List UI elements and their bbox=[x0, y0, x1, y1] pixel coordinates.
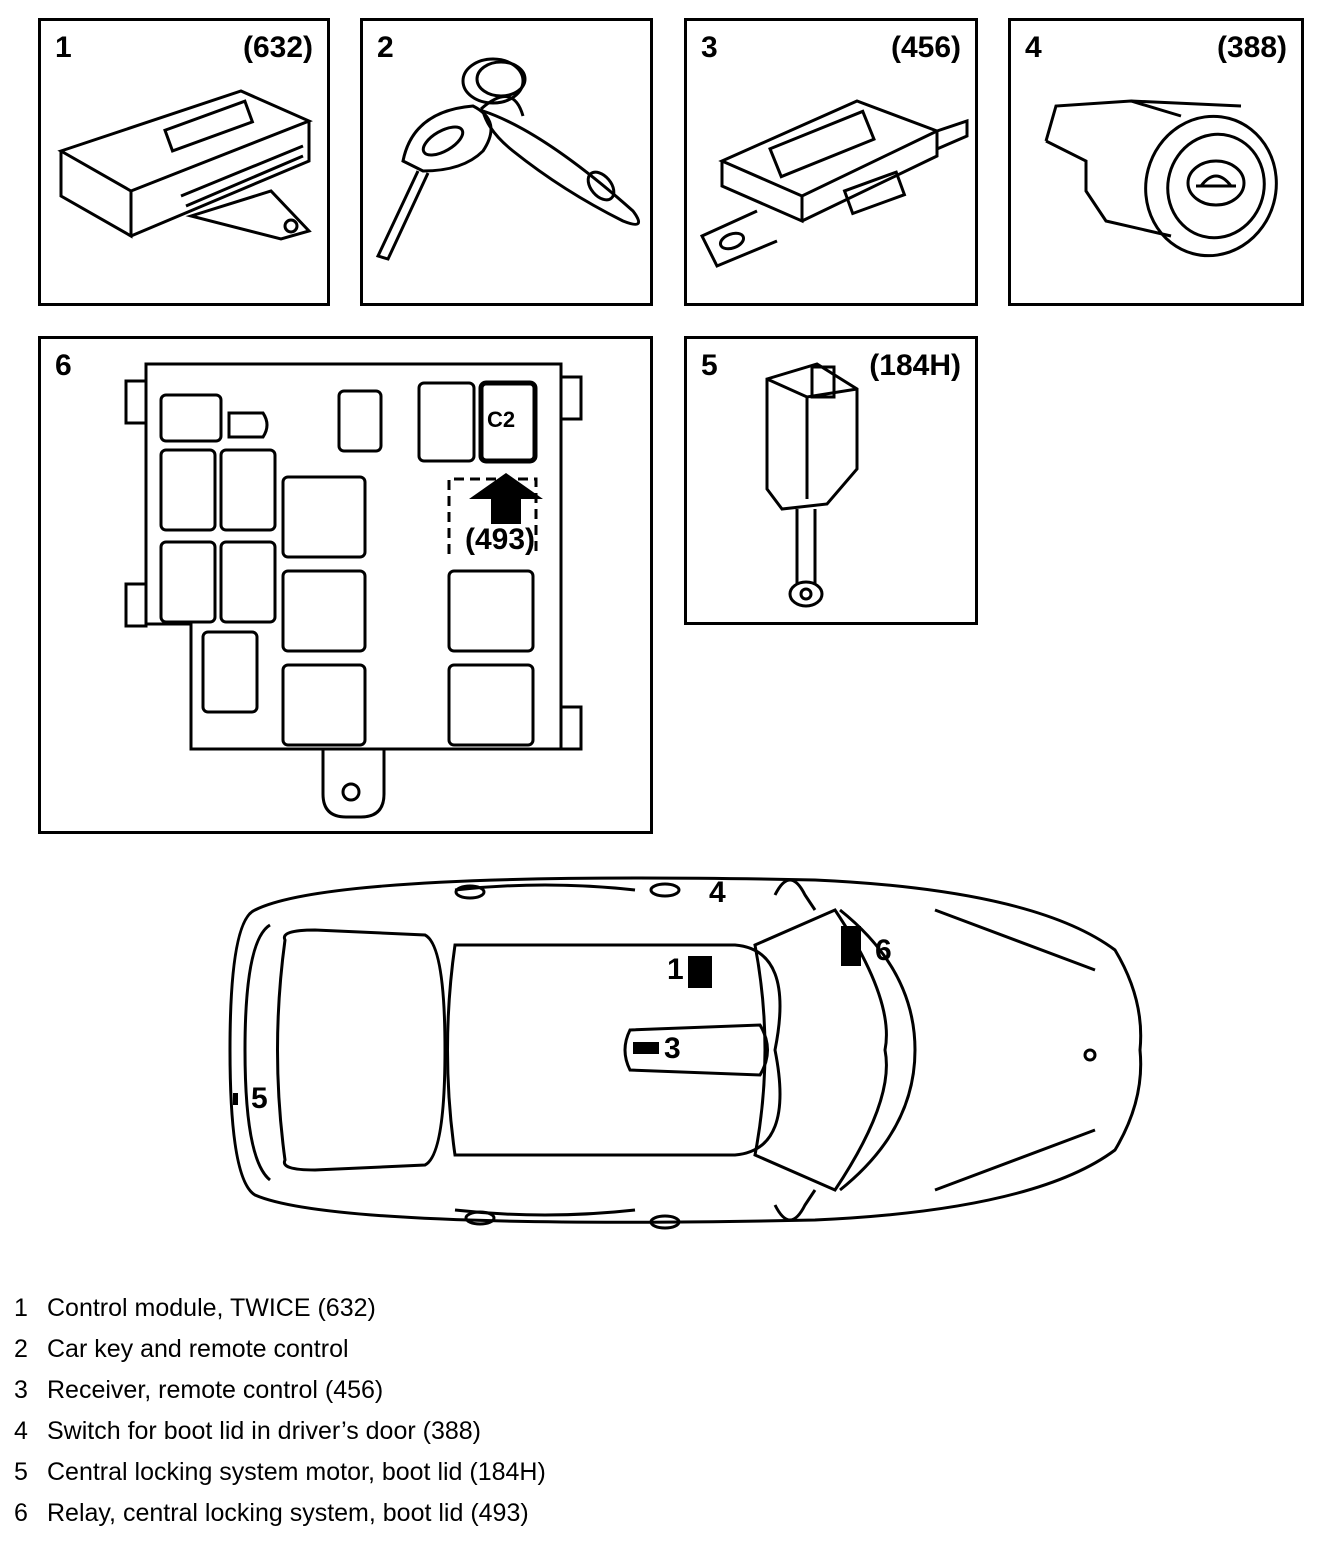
legend-text: Relay, central locking system, boot lid … bbox=[47, 1499, 529, 1527]
panel-number: 2 bbox=[377, 31, 394, 64]
panel-receiver: 3 (456) bbox=[684, 18, 978, 306]
boot-switch-illustration bbox=[1044, 99, 1278, 258]
legend-number: 5 bbox=[14, 1458, 28, 1486]
panel-number: 4 bbox=[1025, 31, 1042, 64]
panel-number: 3 bbox=[701, 31, 718, 64]
control-module-illustration bbox=[57, 89, 313, 241]
legend-text: Control module, TWICE (632) bbox=[47, 1294, 376, 1322]
legend: 1 Control module, TWICE (632) 2 Car key an… bbox=[14, 1288, 1214, 1534]
part-code: (388) bbox=[1216, 31, 1287, 64]
car-outline bbox=[228, 876, 1143, 1230]
legend-text: Car key and remote control bbox=[47, 1335, 349, 1363]
part-code: (184H) bbox=[869, 349, 961, 382]
legend-number: 6 bbox=[14, 1499, 28, 1527]
panel-control-module: 1 (632) bbox=[38, 18, 330, 306]
car-label-1: 1 bbox=[667, 953, 684, 986]
car-key-illustration bbox=[375, 57, 641, 261]
part-code: (632) bbox=[242, 31, 313, 64]
relay-box-illustration bbox=[124, 362, 583, 819]
panel-number: 5 bbox=[701, 349, 718, 382]
boot-motor-illustration bbox=[765, 362, 859, 608]
relay-part-code: (493) bbox=[465, 523, 536, 556]
legend-item: 4 Switch for boot lid in driver’s door (3… bbox=[14, 1411, 1214, 1452]
panel-relay-box: 6 C2 (493) bbox=[38, 336, 653, 834]
receiver-illustration bbox=[699, 99, 969, 268]
legend-item: 1 Control module, TWICE (632) bbox=[14, 1288, 1214, 1329]
car-label-6: 6 bbox=[875, 934, 892, 967]
legend-item: 5 Central locking system motor, boot lid … bbox=[14, 1452, 1214, 1493]
panel-number: 6 bbox=[55, 349, 72, 382]
car-label-3: 3 bbox=[664, 1032, 681, 1065]
relay-c2-label: C2 bbox=[487, 407, 516, 432]
legend-item: 3 Receiver, remote control (456) bbox=[14, 1370, 1214, 1411]
legend-text: Central locking system motor, boot lid (… bbox=[47, 1458, 546, 1486]
car-top-view: 1 3 4 5 6 bbox=[215, 850, 1145, 1260]
panel-car-key: 2 bbox=[360, 18, 653, 306]
legend-number: 2 bbox=[14, 1335, 28, 1363]
panel-number: 1 bbox=[55, 31, 72, 64]
legend-item: 2 Car key and remote control bbox=[14, 1329, 1214, 1370]
panel-boot-motor: 5 (184H) bbox=[684, 336, 978, 625]
legend-item: 6 Relay, central locking system, boot lid… bbox=[14, 1493, 1214, 1534]
legend-number: 1 bbox=[14, 1294, 28, 1322]
legend-number: 4 bbox=[14, 1417, 28, 1445]
panel-boot-switch: 4 (388) bbox=[1008, 18, 1304, 306]
part-code: (456) bbox=[890, 31, 961, 64]
legend-text: Switch for boot lid in driver’s door (38… bbox=[47, 1417, 481, 1445]
legend-number: 3 bbox=[14, 1376, 28, 1404]
car-label-4: 4 bbox=[709, 876, 726, 909]
legend-text: Receiver, remote control (456) bbox=[47, 1376, 384, 1404]
car-label-5: 5 bbox=[251, 1082, 268, 1115]
